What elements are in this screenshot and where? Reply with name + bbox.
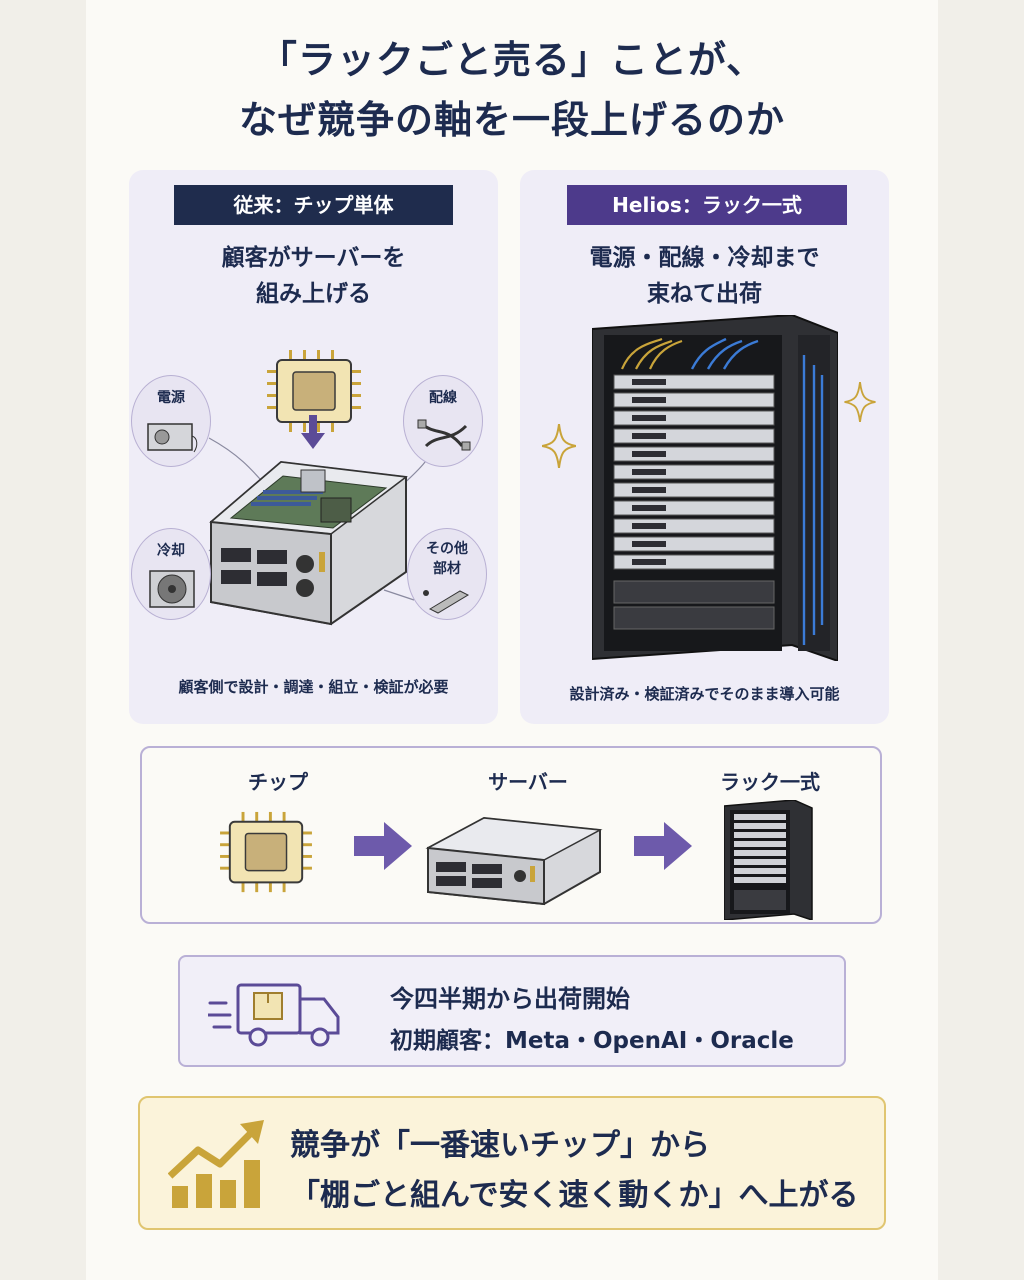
traditional-footer: 顧客側で設計・調達・組立・検証が必要 (178, 678, 449, 696)
fan-icon (149, 570, 195, 608)
rack-blade-slot (632, 559, 666, 565)
sparkle-icon (542, 424, 576, 468)
rack-icon (592, 315, 838, 661)
helios-subtitle: 電源・配線・冷却まで 束ねて出荷 (520, 240, 889, 312)
rack-blade (613, 536, 775, 552)
rack-icon (724, 800, 813, 920)
rack-blade-slot (632, 523, 666, 529)
initial-customers: 初期顧客：Meta・OpenAI・Oracle (390, 1028, 794, 1054)
title-line-2: なぜ競争の軸を一段上げるのか (238, 98, 785, 142)
helios-subtitle-line-2: 束ねて出荷 (647, 281, 762, 307)
rack-blade (613, 446, 775, 462)
rack-blade-slot (632, 379, 666, 385)
rack-blade (613, 428, 775, 444)
rack-blade-slot (632, 505, 666, 511)
other-parts-bubble: その他 部材 (407, 528, 487, 620)
power-bubble: 電源 (131, 375, 211, 467)
shipping-title: 今四半期から出荷開始 (390, 985, 630, 1013)
rack-blade-slot (632, 487, 666, 493)
cable-icon (417, 419, 471, 451)
server-chassis-icon (209, 460, 408, 626)
helios-tag: Helios：ラック一式 (567, 185, 847, 225)
rack-blade-slot (632, 415, 666, 421)
growth-chart-icon (168, 1120, 264, 1208)
helios-panel: Helios：ラック一式 電源・配線・冷却まで 束ねて出荷 (520, 170, 889, 724)
traditional-subtitle-line-2: 組み上げる (256, 281, 371, 307)
wiring-bubble: 配線 (403, 375, 483, 467)
rack-blade-slot (632, 541, 666, 547)
server-icon (425, 816, 603, 906)
arrow-down-icon (301, 415, 325, 449)
flow-rack-label: ラック一式 (720, 770, 820, 794)
rack-blade (613, 392, 775, 408)
flow-server-label: サーバー (488, 770, 568, 794)
other-parts-label-line-2: 部材 (433, 561, 461, 577)
rack-blade-slot (632, 433, 666, 439)
helios-footer: 設計済み・検証済みでそのまま導入可能 (569, 685, 840, 703)
rack-power-unit (613, 580, 775, 604)
rack-blade-slot (632, 397, 666, 403)
power-supply-icon (147, 423, 198, 453)
traditional-subtitle: 顧客がサーバーを 組み上げる (129, 240, 498, 312)
sparkle-icon (844, 382, 876, 422)
page-title: 「ラックごと売る」ことが、 なぜ競争の軸を一段上げるのか (86, 30, 938, 150)
rack-blade-slot (632, 469, 666, 475)
chip-icon (267, 350, 361, 432)
cooling-label: 冷却 (157, 543, 185, 559)
other-parts-label-line-1: その他 (426, 541, 468, 557)
traditional-tag: 従来：チップ単体 (174, 185, 453, 225)
rack-blade (613, 518, 775, 534)
flow-chip-label: チップ (248, 770, 308, 794)
traditional-panel: 従来：チップ単体 顧客がサーバーを 組み上げる (129, 170, 498, 724)
cooling-bubble: 冷却 (131, 528, 211, 620)
rack-blade (613, 464, 775, 480)
rack-blade-slot (632, 451, 666, 457)
arrow-right-icon (354, 822, 412, 870)
rack-blade (613, 554, 775, 570)
rack-power-unit (613, 606, 775, 630)
rack-blade (613, 482, 775, 498)
chip-icon (220, 811, 312, 893)
conclusion-line-1: 競争が「一番速いチップ」から (290, 1128, 710, 1163)
bracket-icon (423, 590, 470, 614)
title-line-1: 「ラックごと売る」ことが、 (258, 38, 766, 82)
helios-subtitle-line-1: 電源・配線・冷却まで (589, 245, 820, 271)
evolution-flow: チップ サーバー ラック一式 (140, 746, 882, 924)
rack-blade (613, 410, 775, 426)
conclusion-box: 競争が「一番速いチップ」から 「棚ごと組んで安く速く動くか」へ上がる (138, 1096, 886, 1230)
rack-blade (613, 374, 775, 390)
other-parts-label: その他 部材 (408, 539, 486, 579)
wiring-label: 配線 (429, 390, 457, 406)
arrow-right-icon (634, 822, 692, 870)
rack-blade (613, 500, 775, 516)
truck-icon (208, 983, 340, 1047)
shipping-box: 今四半期から出荷開始 初期顧客：Meta・OpenAI・Oracle (178, 955, 846, 1067)
power-label: 電源 (157, 390, 185, 406)
conclusion-line-2: 「棚ごと組んで安く速く動くか」へ上がる (290, 1178, 859, 1213)
traditional-subtitle-line-1: 顧客がサーバーを (221, 245, 406, 271)
infographic-page: 「ラックごと売る」ことが、 なぜ競争の軸を一段上げるのか 従来：チップ単体 顧客… (86, 0, 938, 1280)
